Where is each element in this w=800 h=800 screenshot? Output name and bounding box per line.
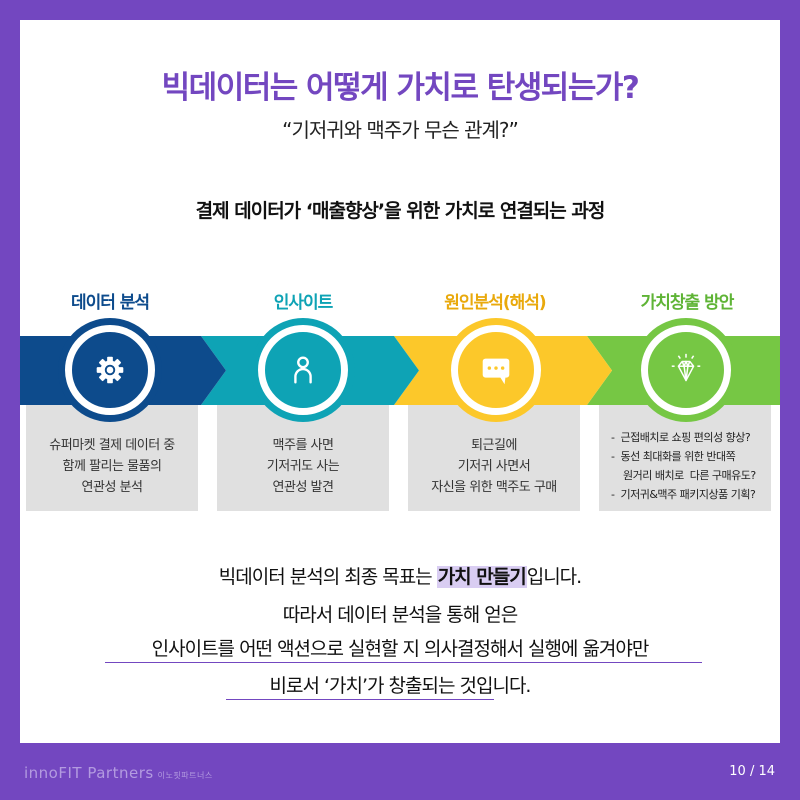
conclusion-line-4: 비로서 ‘가치’가 창출되는 것입니다.: [269, 675, 532, 697]
page-number: 10 / 14: [729, 764, 775, 779]
highlighted-keyword: 가치 만들기: [436, 566, 527, 588]
description-line: 기저귀도 사는: [266, 458, 340, 474]
description-line: 원거리 배치로 다른 구매유도?: [611, 469, 756, 482]
step-label-insight: 인사이트: [273, 293, 334, 313]
step-circle-value-creation: [634, 318, 738, 422]
step-label-cause-analysis: 원인분석(해석): [444, 293, 546, 313]
brand-name-korean: 이노핏파트너스: [157, 771, 213, 780]
step-description-cause-analysis: 퇴근길에 기저귀 사면서 자신을 위한 맥주도 구매: [408, 405, 580, 511]
step-circle-insight: [251, 318, 355, 422]
section-title: 결제 데이터가 ‘매출향상’을 위한 가치로 연결되는 과정: [195, 200, 606, 222]
brand-name: innoFIT Partners: [24, 764, 154, 782]
conclusion-text: 빅데이터 분석의 최종 목표는: [218, 566, 437, 588]
description-line: - 근접배치로 쇼핑 편의성 향상?: [611, 431, 751, 444]
description-line: 자신을 위한 맥주도 구매: [431, 479, 557, 495]
description-line: 연관성 발견: [272, 479, 334, 495]
chat-bubble-icon: [482, 358, 510, 385]
person-icon: [294, 356, 312, 384]
step-description-data-analysis: 슈퍼마켓 결제 데이터 중 함께 팔리는 물품의 연관성 분석: [26, 405, 198, 511]
step-description-value-creation: - 근접배치로 쇼핑 편의성 향상? - 동선 최대화를 위한 반대쪽 원거리 …: [599, 405, 771, 511]
description-line: 슈퍼마켓 결제 데이터 중: [49, 437, 175, 453]
diamond-icon: [671, 353, 701, 382]
page-title: 빅데이터는 어떻게 가치로 탄생되는가?: [161, 70, 640, 106]
step-circle-data-analysis: [58, 318, 162, 422]
description-line: 함께 팔리는 물품의: [62, 458, 162, 474]
step-circle-cause-analysis: [444, 318, 548, 422]
description-line: 기저귀 사면서: [457, 458, 531, 474]
description-line: - 동선 최대화를 위한 반대쪽: [611, 450, 736, 463]
conclusion-text: 입니다.: [526, 566, 582, 588]
underline: [226, 699, 494, 700]
step-label-value-creation: 가치창출 방안: [640, 293, 735, 313]
conclusion-line-1: 빅데이터 분석의 최종 목표는 가치 만들기입니다.: [0, 562, 800, 589]
step-label-data-analysis: 데이터 분석: [70, 293, 150, 313]
page-subtitle: “기저귀와 맥주가 무슨 관계?”: [282, 118, 519, 142]
description-line: - 기저귀&맥주 패키지상품 기획?: [611, 488, 756, 501]
conclusion-line-3: 인사이트를 어떤 액션으로 실현할 지 의사결정해서 실행에 옮겨야만: [151, 638, 650, 660]
underline: [105, 662, 702, 663]
description-line: 퇴근길에: [471, 437, 517, 453]
step-description-insight: 맥주를 사면 기저귀도 사는 연관성 발견: [217, 405, 389, 511]
description-line: 연관성 분석: [81, 479, 143, 495]
conclusion-line-2: 따라서 데이터 분석을 통해 얻은: [282, 604, 518, 626]
gear-icon: [96, 356, 124, 384]
description-line: 맥주를 사면: [272, 437, 334, 453]
